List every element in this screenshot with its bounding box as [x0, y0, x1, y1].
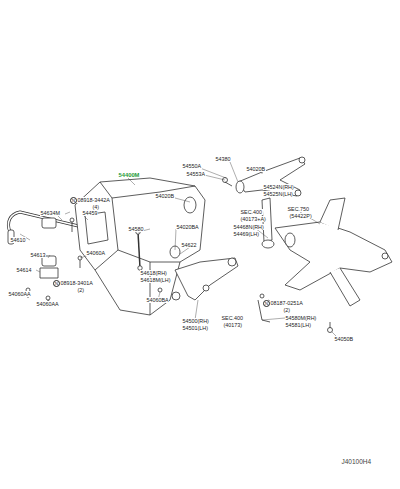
- part-number: 54610: [10, 237, 26, 243]
- part-number: 54060AA: [36, 301, 59, 307]
- part-number: 54550A: [182, 163, 202, 169]
- diagram-code: J40100H4: [341, 458, 372, 465]
- part-number: (40173+A): [240, 216, 266, 222]
- part-number: SEC.400: [240, 209, 263, 215]
- part-number: 54634M: [40, 210, 60, 216]
- part-number: 54553A: [186, 171, 206, 177]
- part-number: (54422P): [289, 213, 312, 219]
- part-number: 54501(LH): [182, 325, 208, 331]
- part-number: 54618M(LH): [140, 277, 171, 283]
- part-number: 54622: [181, 242, 197, 248]
- part-number: 54400M: [118, 172, 140, 178]
- part-number: 54060BA: [146, 297, 169, 303]
- part-number: 08187-0251A: [270, 300, 303, 306]
- part-number: (2): [283, 307, 291, 313]
- part-number: 54459: [82, 210, 98, 216]
- circle-mark: N: [70, 197, 77, 204]
- part-number: 54500(RH): [182, 318, 209, 324]
- part-number: 54524N(RH): [263, 184, 294, 190]
- part-number: 54380: [215, 156, 231, 162]
- part-number: 54020B: [246, 166, 266, 172]
- part-number: SEC.400: [221, 315, 244, 321]
- part-number: (2): [77, 287, 85, 293]
- part-number: 54050B: [334, 336, 354, 342]
- part-number: 54580M(RH): [285, 315, 317, 321]
- part-number: 54468N(RH): [233, 224, 264, 230]
- part-number: 08918-3442A: [77, 197, 110, 203]
- part-number: SEC.750: [287, 206, 310, 212]
- part-number: 54618(RH): [140, 270, 167, 276]
- part-number: 54525N(LH): [263, 191, 293, 197]
- part-number: 54614: [16, 267, 32, 273]
- part-number: 08918-3401A: [60, 280, 93, 286]
- part-number: 54469(LH): [233, 231, 259, 237]
- part-number: 54613: [30, 252, 46, 258]
- part-number: 54020BA: [176, 224, 199, 230]
- part-number: 54060A: [86, 250, 106, 256]
- part-number: 54581(LH): [285, 322, 311, 328]
- part-number: 54020B: [155, 193, 175, 199]
- part-number: 54060AA: [8, 291, 31, 297]
- circle-mark: N: [263, 300, 270, 307]
- part-number: (40173): [223, 322, 243, 328]
- circle-mark: N: [53, 280, 60, 287]
- part-number: 54580: [128, 226, 144, 232]
